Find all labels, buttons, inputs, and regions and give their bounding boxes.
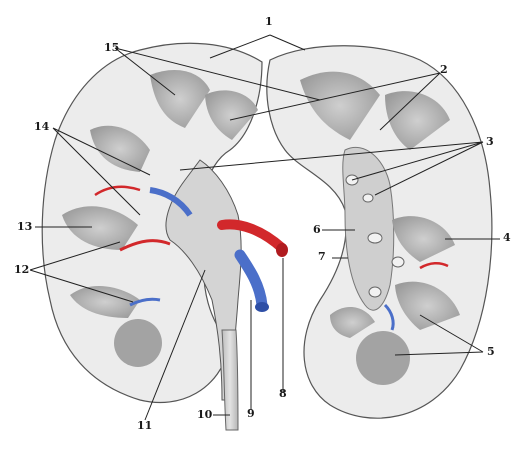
leader-12	[29, 241, 134, 303]
renal-vein	[234, 249, 268, 311]
label-1: 1	[265, 15, 273, 28]
calyx-4	[368, 286, 382, 298]
leader-11	[144, 269, 206, 421]
label-4: 4	[503, 231, 511, 244]
calyx-2	[367, 232, 383, 244]
calyx-5	[362, 193, 374, 203]
renal-artery-cut	[276, 243, 288, 257]
label-8: 8	[279, 387, 287, 400]
right-pyramid-upper	[385, 91, 450, 150]
leader-2	[229, 72, 441, 131]
label-13: 13	[17, 220, 33, 233]
label-5: 5	[487, 345, 495, 358]
label-12: 12	[14, 263, 30, 276]
right-pyramid-round	[356, 331, 410, 385]
right-artery-branch	[419, 262, 449, 270]
label-7: 7	[318, 250, 326, 263]
renal-artery	[217, 219, 287, 253]
artery-branch-1	[119, 239, 171, 252]
vein-branch-1	[149, 187, 193, 217]
left-pyramid-mid	[62, 206, 138, 250]
right-sinus	[342, 147, 395, 311]
label-10: 10	[197, 408, 213, 421]
vein-branch-2	[129, 297, 161, 307]
left-pyramid-top	[150, 70, 210, 128]
leader-3	[179, 141, 484, 196]
right-pyramid-top	[300, 71, 380, 140]
label-15: 15	[104, 41, 120, 54]
right-pyramid-mid	[392, 216, 455, 262]
calyx-3	[391, 256, 405, 268]
ureter	[221, 329, 239, 431]
right-vein-branch	[383, 303, 395, 331]
left-kidney-half	[41, 42, 263, 404]
leader-14	[52, 127, 151, 216]
artery-branch-2	[94, 185, 141, 197]
leader-1	[209, 34, 306, 59]
left-pyramid-round	[114, 319, 162, 367]
vessels	[94, 185, 449, 331]
right-pyramid-low	[395, 281, 460, 330]
leader-lines	[29, 34, 500, 421]
label-9: 9	[247, 407, 255, 420]
left-pyramid-upper-mid	[90, 125, 150, 172]
left-pyramid-low	[70, 285, 140, 318]
label-14: 14	[34, 120, 50, 133]
right-pyramid-left-low	[330, 306, 375, 338]
label-11: 11	[137, 419, 153, 432]
label-2: 2	[440, 63, 448, 76]
label-3: 3	[486, 135, 494, 148]
right-kidney-half	[266, 45, 493, 419]
renal-vein-cut	[255, 302, 269, 312]
leader-15	[114, 47, 321, 101]
leader-5	[394, 314, 484, 356]
left-pyramid-upper-right	[205, 90, 258, 140]
label-6: 6	[313, 223, 321, 236]
